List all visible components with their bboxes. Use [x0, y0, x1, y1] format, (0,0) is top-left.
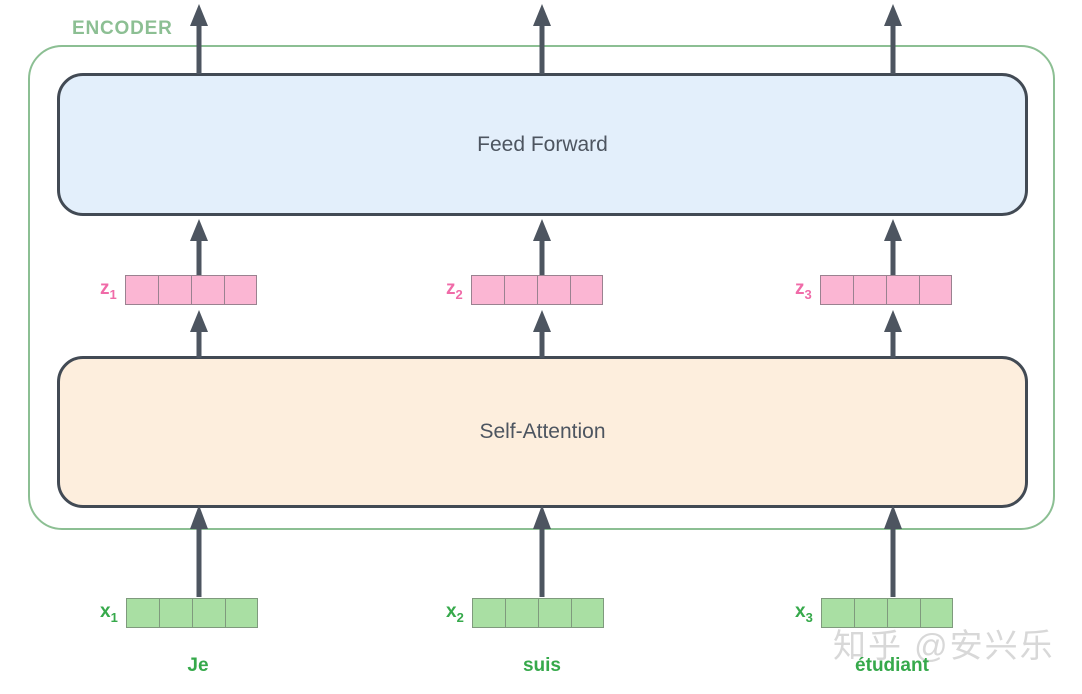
vector-cell	[919, 598, 953, 628]
word-label-2: suis	[522, 655, 562, 676]
feed-forward-label: Feed Forward	[477, 132, 608, 156]
x-vector-2-label: x2	[446, 601, 464, 625]
vector-cell	[470, 275, 504, 305]
vector-cell	[918, 275, 952, 305]
z-vector-3-label: z3	[795, 278, 812, 302]
x-vector-1: x1	[100, 598, 258, 628]
vector-cell	[158, 598, 192, 628]
vector-cell	[536, 275, 570, 305]
vector-cell	[190, 275, 224, 305]
self-attention-label: Self-Attention	[479, 420, 606, 443]
vector-cell	[537, 598, 571, 628]
vector-cell	[570, 598, 604, 628]
vector-cell	[157, 275, 191, 305]
vector-cell	[504, 598, 538, 628]
vector-cell	[503, 275, 537, 305]
x-vector-2: x2	[446, 598, 604, 628]
self-attention-block: Self-Attention	[57, 356, 1028, 508]
x-vector-2-cells	[471, 598, 604, 628]
z-vector-3-cells	[819, 275, 952, 305]
x-vector-3-cells	[820, 598, 953, 628]
vector-cell	[886, 598, 920, 628]
z-vector-2: z2	[446, 275, 603, 305]
word-label-3: étudiant	[855, 655, 929, 676]
feed-forward-block: Feed Forward	[57, 73, 1028, 216]
z-vector-1-cells	[124, 275, 257, 305]
vector-cell	[569, 275, 603, 305]
vector-cell	[124, 275, 158, 305]
vector-cell	[223, 275, 257, 305]
vector-cell	[191, 598, 225, 628]
vector-cell	[820, 598, 854, 628]
x-vector-3: x3	[795, 598, 953, 628]
vector-cell	[819, 275, 853, 305]
x-vector-1-cells	[125, 598, 258, 628]
z-vector-1-label: z1	[100, 278, 117, 302]
encoder-label: ENCODER	[72, 18, 173, 39]
vector-cell	[224, 598, 258, 628]
watermark: 知乎 @安兴乐	[833, 627, 1055, 664]
x-vector-1-label: x1	[100, 601, 118, 625]
z-vector-2-label: z2	[446, 278, 463, 302]
vector-cell	[852, 275, 886, 305]
z-vector-1: z1	[100, 275, 257, 305]
vector-cell	[125, 598, 159, 628]
vector-cell	[853, 598, 887, 628]
x-vector-3-label: x3	[795, 601, 813, 625]
z-vector-2-cells	[470, 275, 603, 305]
vector-cell	[471, 598, 505, 628]
vector-cell	[885, 275, 919, 305]
z-vector-3: z3	[795, 275, 952, 305]
word-label-1: Je	[187, 655, 209, 676]
